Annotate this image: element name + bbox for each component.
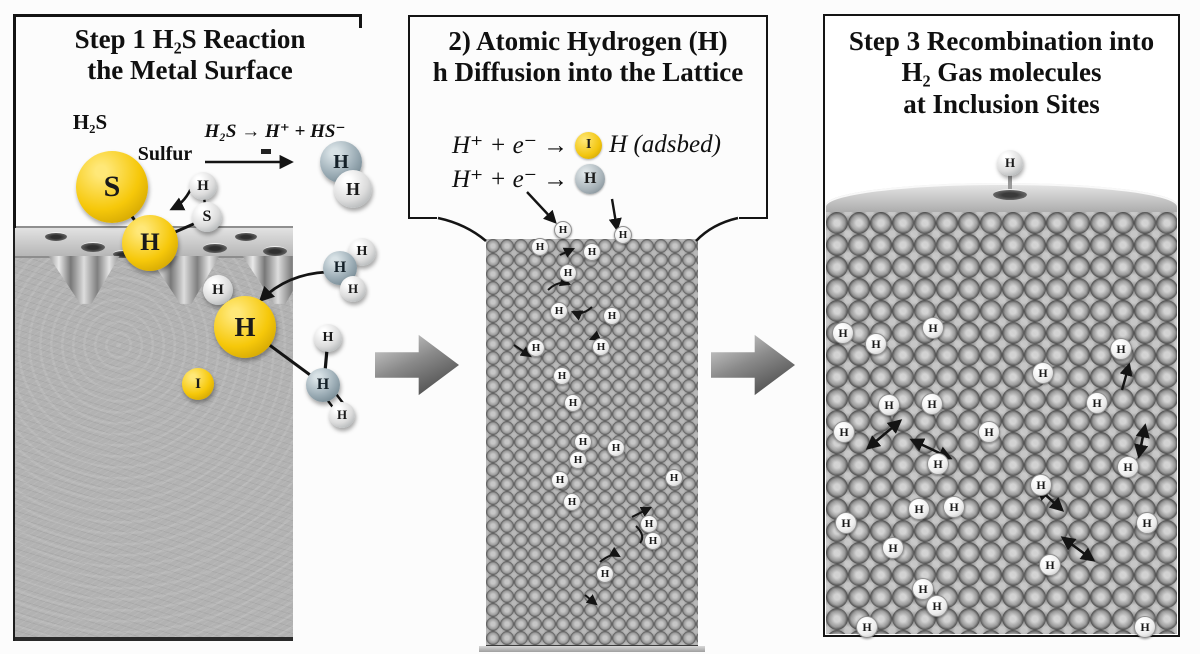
surface-hole [203,243,227,253]
step3-title: Step 3 Recombination into H₂ Gas molecul… [831,26,1172,120]
atom-sphere: I [182,368,214,400]
lattice-hydrogen-sphere: H [559,264,577,282]
surface-hole [235,232,257,241]
reduction-equation-2: H⁺ + e⁻ → H [452,164,606,194]
step3-title-line1: Step 3 Recombination into [848,26,1155,56]
step3-surface-hole [993,189,1027,200]
inclusion-hydrogen-sphere: H [856,616,878,638]
lattice-hydrogen-sphere: H [527,339,545,357]
surface-hole [263,246,287,256]
metal-lattice-column [486,239,698,647]
h2s-molecule-label: H₂S [72,110,108,134]
inclusion-hydrogen-sphere: H [1032,362,1054,384]
inclusion-hydrogen-sphere: H [832,322,854,344]
metal-block [13,226,293,641]
lattice-hydrogen-sphere: H [563,493,581,511]
inclusion-hydrogen-sphere: H [1110,338,1132,360]
lattice-hydrogen-sphere: H [564,394,582,412]
atom-sphere: H [334,170,372,208]
step1-title-line2: the Metal Surface [87,55,293,86]
inclusion-hydrogen-sphere: H [927,453,949,475]
lattice-hydrogen-sphere: H [554,221,572,239]
step1-frame-left [13,14,16,228]
step3-title-line3: at Inclusion Sites [903,88,1100,119]
step2-title-box [408,15,768,219]
inclusion-hydrogen-sphere: H [1039,554,1061,576]
inclusion-hydrogen-sphere: H [833,421,855,443]
inclusion-hydrogen-sphere: H [921,393,943,415]
lattice-hydrogen-sphere: H [665,469,683,487]
lattice-hydrogen-sphere: H [531,238,549,256]
equation1-lhs: H⁺ + e⁻ → [452,132,569,159]
inclusion-hydrogen-sphere: H [978,421,1000,443]
lattice-hydrogen-sphere: H [644,532,662,550]
surface-hole [81,242,105,252]
atom-sphere: H [189,172,217,200]
adsorbed-hydrogen-icon: H [575,164,606,194]
lattice-hydrogen-sphere: H [603,307,621,325]
inclusion-hydrogen-sphere: H [1030,474,1052,496]
atom-sphere: H [340,276,366,302]
lattice-hydrogen-sphere: H [614,226,632,244]
hydrogen-escape-stem [1008,172,1012,190]
inclusion-hydrogen-sphere: H [908,498,930,520]
inclusion-hydrogen-sphere: H [878,394,900,416]
atom-sphere: H [314,324,342,352]
inclusion-hydrogen-sphere: H [1134,616,1156,638]
inclusion-hydrogen-sphere: H [1117,456,1139,478]
equation2-lhs: H⁺ + e⁻ → [452,166,569,193]
lattice-hydrogen-sphere: H [583,243,601,261]
inclusion-hydrogen-sphere: H [912,578,934,600]
inclusion-hydrogen-sphere: H [835,512,857,534]
h2s-dissociation-equation: H₂S → H⁺ + HS⁻ [204,121,346,142]
step2-title: 2) Atomic Hydrogen (H) h Diffusion into … [416,26,760,89]
lattice-hydrogen-sphere: H [553,367,571,385]
step2-funnel-opening [437,215,739,222]
atom-sphere: H [214,296,276,358]
inclusion-hydrogen-sphere: H [922,317,944,339]
step2-to-step3-arrow-icon [711,334,795,396]
lattice-hydrogen-sphere: H [569,451,587,469]
lattice-hydrogen-sphere: H [596,565,614,583]
step1-title-line1: Step 1 H₂S Reaction [74,24,306,54]
inclusion-hydrogen-sphere: H [926,595,948,617]
inclusion-hydrogen-sphere: H [1136,512,1158,534]
grain-sphere-packing [826,212,1177,634]
inclusion-hydrogen-sphere: H [1086,392,1108,414]
lattice-hydrogen-sphere: H [574,433,592,451]
lattice-hydrogen-sphere: H [550,302,568,320]
lattice-hydrogen-sphere: H [607,439,625,457]
step1-frame-top [13,14,362,17]
atom-sphere: H [122,215,178,271]
atom-sphere: H [329,402,355,428]
step1-title: Step 1 H₂S Reaction the Metal Surface [25,24,355,87]
atom-sphere: H [306,368,340,402]
step1-to-step2-arrow-icon [375,334,459,396]
reduction-equation-1: H⁺ + e⁻ → I H (adsbed) [452,130,721,160]
equation1-rhs: H (adsbed) [609,131,721,158]
atom-sphere: S [192,202,222,232]
lattice-hydrogen-sphere: H [551,471,569,489]
lattice-hydrogen-sphere: H [592,338,610,356]
step2-title-line2: h Diffusion into the Lattice [432,57,744,88]
step2-title-line1: 2) Atomic Hydrogen (H) [448,26,728,56]
inclusion-hydrogen-sphere: H [882,537,904,559]
lattice-hydrogen-sphere: H [640,515,658,533]
lattice-base [479,646,705,652]
sulfur-label: Sulfur [137,143,193,165]
step3-title-line2: H₂ Gas molecules [901,57,1102,88]
atom-sphere: H [997,150,1023,176]
inclusion-hydrogen-sphere: H [943,496,965,518]
inclusion-hydrogen-sphere: H [865,333,887,355]
surface-hole [45,232,67,241]
inclusion-site-icon: I [575,131,603,159]
step1-frame-right-tick [359,14,362,28]
